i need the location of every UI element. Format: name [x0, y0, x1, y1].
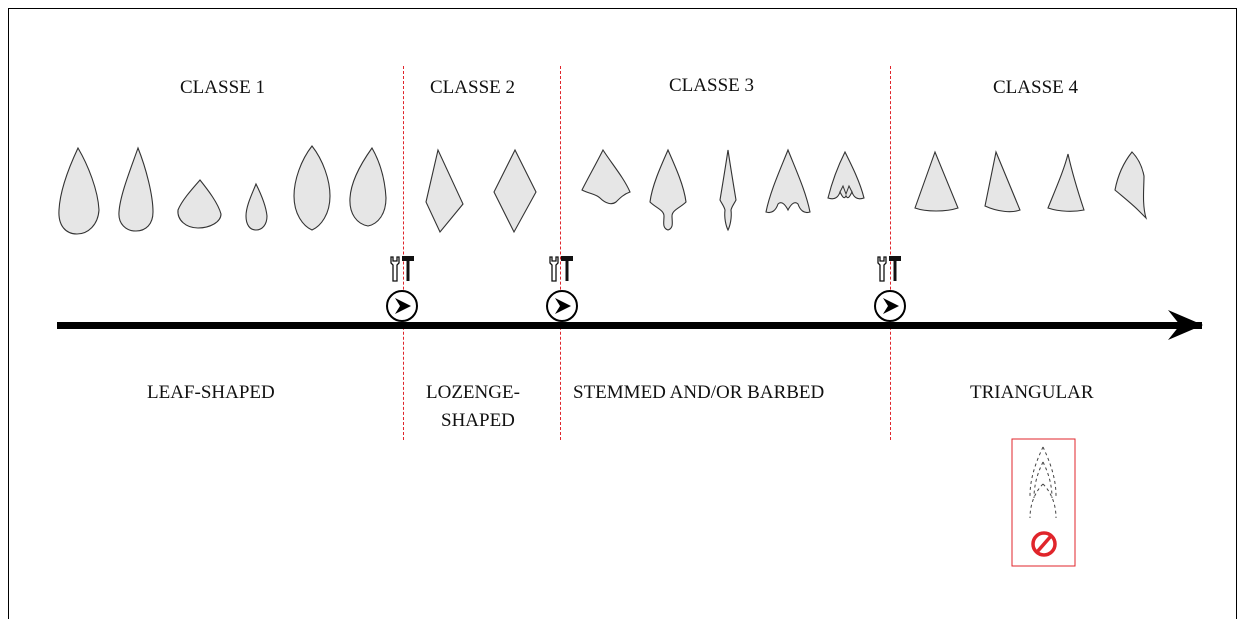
- tools-icon-1: [390, 256, 414, 282]
- divider-1-2: [403, 66, 404, 440]
- triangular-point-2: [984, 150, 1021, 213]
- timeline-arrowhead-icon: [1168, 310, 1203, 340]
- leaf-point-3: [177, 179, 222, 229]
- no-sign-icon: [1031, 531, 1057, 557]
- dashed-outline-points: [1029, 446, 1057, 519]
- leaf-point-6: [349, 146, 387, 227]
- stemmed-point-2: [649, 148, 687, 231]
- class-2-label-line1: LOZENGE-: [426, 382, 520, 403]
- divider-3-4: [890, 66, 891, 440]
- barb-notches: [839, 184, 853, 196]
- triangular-point-1: [914, 150, 959, 212]
- stemmed-point-3: [719, 149, 737, 232]
- class-1-label: LEAF-SHAPED: [147, 382, 275, 403]
- leaf-point-2: [118, 146, 154, 232]
- class-2-label-line2: SHAPED: [441, 410, 515, 431]
- figure-frame: [8, 8, 1237, 619]
- tools-icon-3: [877, 256, 901, 282]
- arrow-circle-icon-3: [874, 290, 906, 322]
- class-2-title: CLASSE 2: [430, 77, 515, 98]
- barbed-point-2: [827, 150, 865, 200]
- class-4-label: TRIANGULAR: [970, 382, 1094, 403]
- leaf-point-5: [293, 145, 331, 231]
- arrow-circle-icon-1: [386, 290, 418, 322]
- barbed-point-1: [765, 148, 811, 214]
- leaf-point-4: [245, 182, 268, 231]
- leaf-point-1: [58, 146, 100, 235]
- lozenge-point-1: [425, 148, 464, 234]
- timeline-bar: [57, 322, 1202, 329]
- class-4-title: CLASSE 4: [993, 77, 1078, 98]
- lozenge-point-2: [493, 148, 537, 234]
- tools-icon-2: [549, 256, 573, 282]
- divider-2-3: [560, 66, 561, 440]
- stemmed-point-1: [581, 148, 631, 205]
- triangular-point-3: [1047, 153, 1085, 212]
- class-1-title: CLASSE 1: [180, 77, 265, 98]
- class-3-label: STEMMED AND/OR BARBED: [573, 382, 825, 403]
- arrow-circle-icon-2: [546, 290, 578, 322]
- triangular-point-4: [1114, 151, 1148, 220]
- class-3-title: CLASSE 3: [669, 75, 754, 96]
